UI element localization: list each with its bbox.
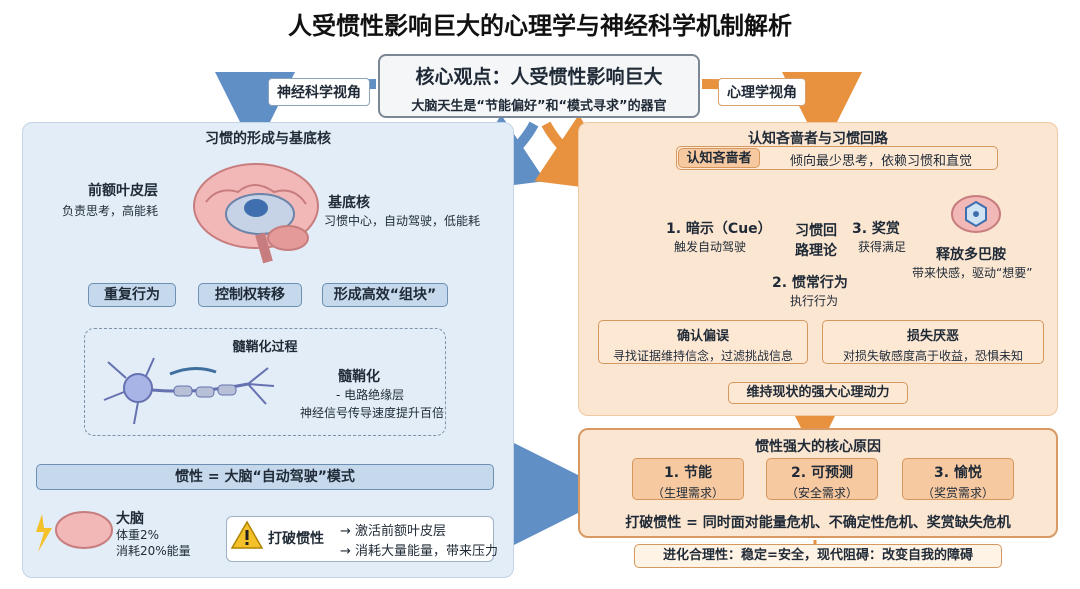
confirmation-bias-desc: 寻找证据维持信念，过滤挑战信息 xyxy=(612,349,793,363)
dopamine-molecule-icon xyxy=(951,195,1001,233)
cause-predictable-label: 2. 可预测 xyxy=(791,465,853,481)
myelination-desc-1: - 电路绝缘层 xyxy=(336,388,405,402)
habit-loop-center-1: 习惯回 xyxy=(795,223,837,239)
brain-energy: 消耗20%能量 xyxy=(116,544,191,558)
warning-icon xyxy=(230,520,264,549)
myelination-title: 髓鞘化过程 xyxy=(232,340,298,355)
brain-illustration-icon xyxy=(193,163,319,264)
cause-predictable-sub: （安全需求） xyxy=(785,486,858,500)
page-title: 人受惯性影响巨大的心理学与神经科学机制解析 xyxy=(288,12,792,40)
core-title: 核心观点：人受惯性影响巨大 xyxy=(415,66,663,88)
loop-routine: 2. 惯常行为 xyxy=(772,275,848,291)
loss-aversion-box: 损失厌恶 对损失敏感度高于收益，恐惧未知 xyxy=(822,320,1044,364)
myelination-box xyxy=(84,328,446,436)
evolution-rationale-box: 进化合理性：稳定=安全，现代阻碍：改变自我的障碍 xyxy=(634,544,1002,568)
brain-weight: 体重2% xyxy=(116,528,160,542)
energy-brain-icon xyxy=(36,511,113,552)
cognitive-miser-desc: 倾向最少思考，依赖习惯和直觉 xyxy=(790,154,973,169)
core-subtitle: 大脑天生是“节能偏好”和“模式寻求”的器官 xyxy=(411,99,667,114)
cognitive-miser-label: 认知吝啬者 xyxy=(678,148,760,168)
loop-cue: 1. 暗示（Cue） xyxy=(666,221,772,237)
loop-reward-desc: 获得满足 xyxy=(858,240,907,254)
pfc-label: 前额叶皮层 xyxy=(88,183,158,199)
cause-energy-label: 1. 节能 xyxy=(664,465,712,481)
core-viewpoint-box: 核心观点：人受惯性影响巨大 大脑天生是“节能偏好”和“模式寻求”的器官 xyxy=(378,54,700,118)
loop-cue-desc: 触发自动驾驶 xyxy=(674,240,747,254)
loss-aversion-desc: 对损失敏感度高于收益，恐惧未知 xyxy=(842,349,1023,363)
loop-routine-desc: 执行行为 xyxy=(790,294,839,308)
cause-predictability: 2. 可预测 （安全需求） xyxy=(766,458,878,500)
pfc-desc: 负责思考，高能耗 xyxy=(62,204,159,218)
brain-label: 大脑 xyxy=(116,511,144,527)
cause-energy-sub: （生理需求） xyxy=(651,486,724,500)
break-inertia-crises: 打破惯性 = 同时面对能量危机、不确定性危机、奖赏缺失危机 xyxy=(625,515,1011,531)
cause-pleasure-label: 3. 愉悦 xyxy=(934,465,982,481)
tag-neuroscience: 神经科学视角 xyxy=(268,78,370,106)
tag-psychology: 心理学视角 xyxy=(718,78,806,106)
loop-reward: 3. 奖赏 xyxy=(852,221,900,237)
core-causes-title: 惯性强大的核心原因 xyxy=(755,439,881,455)
cognitive-miser-title: 认知吝啬者与习惯回路 xyxy=(748,131,888,147)
myelination-desc-2: 神经信号传导速度提升百倍 xyxy=(300,406,445,420)
confirmation-bias-box: 确认偏误 寻找证据维持信念，过滤挑战信息 xyxy=(598,320,808,364)
cause-energy-saving: 1. 节能 （生理需求） xyxy=(632,458,744,500)
psychology-panel xyxy=(578,122,1058,416)
flow-repeat-behavior: 重复行为 xyxy=(88,283,176,307)
neuron-icon xyxy=(103,357,275,425)
loss-aversion-label: 损失厌恶 xyxy=(906,329,959,344)
cause-pleasure: 3. 愉悦 （奖赏需求） xyxy=(902,458,1014,500)
break-inertia-result-1: → 激活前额叶皮层 xyxy=(340,524,447,539)
status-quo-box: 维持现状的强大心理动力 xyxy=(728,382,908,404)
habit-formation-title: 习惯的形成与基底核 xyxy=(205,131,331,147)
myelination-label: 髓鞘化 xyxy=(338,369,380,385)
break-inertia-result-2: → 消耗大量能量，带来压力 xyxy=(340,544,499,559)
inertia-autopilot-box: 惯性 = 大脑“自动驾驶”模式 xyxy=(36,464,494,490)
habit-loop-center-2: 路理论 xyxy=(795,243,837,259)
flow-chunking: 形成高效“组块” xyxy=(322,283,448,307)
dopamine-label: 释放多巴胺 xyxy=(936,247,1006,263)
cause-pleasure-sub: （奖赏需求） xyxy=(921,486,994,500)
basal-ganglia-label: 基底核 xyxy=(328,195,370,211)
break-inertia-box xyxy=(226,516,494,562)
break-inertia-label: 打破惯性 xyxy=(268,531,324,547)
confirmation-bias-label: 确认偏误 xyxy=(676,329,729,344)
flow-control-transfer: 控制权转移 xyxy=(198,283,302,307)
dopamine-desc: 带来快感，驱动“想要” xyxy=(912,266,1033,280)
basal-ganglia-desc: 习惯中心，自动驾驶，低能耗 xyxy=(324,214,481,228)
